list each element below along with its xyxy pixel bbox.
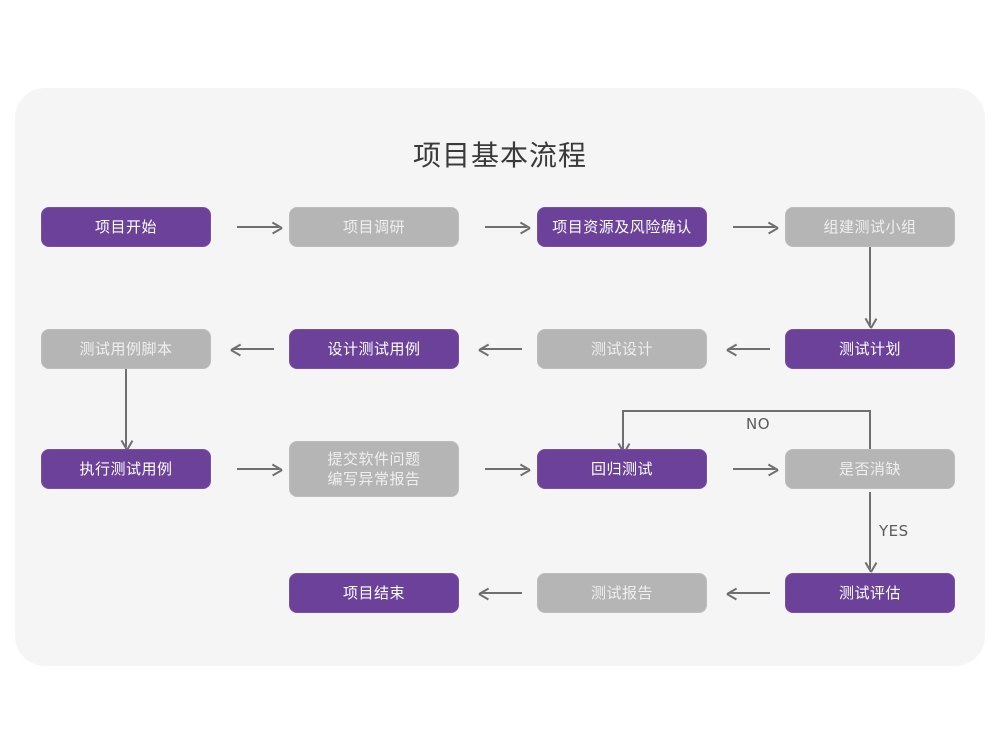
node-test-report[interactable]: 测试报告 xyxy=(537,573,707,613)
arrow-line-n6-n7 xyxy=(480,348,522,350)
node-project-research[interactable]: 项目调研 xyxy=(289,207,459,247)
no-loop-top-segment xyxy=(622,410,871,412)
node-project-start[interactable]: 项目开始 xyxy=(41,207,211,247)
no-loop-right-segment xyxy=(869,410,871,450)
arrow-line-yes xyxy=(869,492,871,569)
node-test-design[interactable]: 测试设计 xyxy=(537,329,707,369)
edge-label-no: NO xyxy=(746,415,771,433)
node-project-end[interactable]: 项目结束 xyxy=(289,573,459,613)
node-execute-test-cases[interactable]: 执行测试用例 xyxy=(41,449,211,489)
arrow-line-n13-n14 xyxy=(728,592,770,594)
node-submit-defects-report[interactable]: 提交软件问题 编写异常报告 xyxy=(289,441,459,497)
arrow-line-n3-n4 xyxy=(733,226,775,228)
node-test-evaluation[interactable]: 测试评估 xyxy=(785,573,955,613)
flowchart-card: 项目基本流程 项目开始 项目调研 项目资源及风险确认 组建测试小组 测试用例脚本… xyxy=(15,88,985,666)
node-test-plan[interactable]: 测试计划 xyxy=(785,329,955,369)
arrow-line-n5-n6 xyxy=(728,348,770,350)
arrow-line-n10-n11 xyxy=(485,468,527,470)
arrow-line-n2-n3 xyxy=(485,226,527,228)
node-defects-cleared[interactable]: 是否消缺 xyxy=(785,449,955,489)
arrow-line-n14-n15 xyxy=(480,592,522,594)
arrow-line-n9-n10 xyxy=(237,468,279,470)
no-loop-left-segment xyxy=(622,410,624,450)
arrow-line-n1-n2 xyxy=(237,226,279,228)
arrow-line-n8-n9 xyxy=(125,369,127,447)
node-design-test-cases[interactable]: 设计测试用例 xyxy=(289,329,459,369)
page-title: 项目基本流程 xyxy=(412,139,587,172)
node-test-case-script[interactable]: 测试用例脚本 xyxy=(41,329,211,369)
arrow-line-n4-n5 xyxy=(869,247,871,325)
node-regression-test[interactable]: 回归测试 xyxy=(537,449,707,489)
node-build-test-team[interactable]: 组建测试小组 xyxy=(785,207,955,247)
edge-label-yes: YES xyxy=(879,522,909,540)
node-resource-risk-confirm[interactable]: 项目资源及风险确认 xyxy=(537,207,707,247)
arrow-line-n7-n8 xyxy=(232,348,274,350)
arrow-line-n11-n12 xyxy=(733,468,775,470)
